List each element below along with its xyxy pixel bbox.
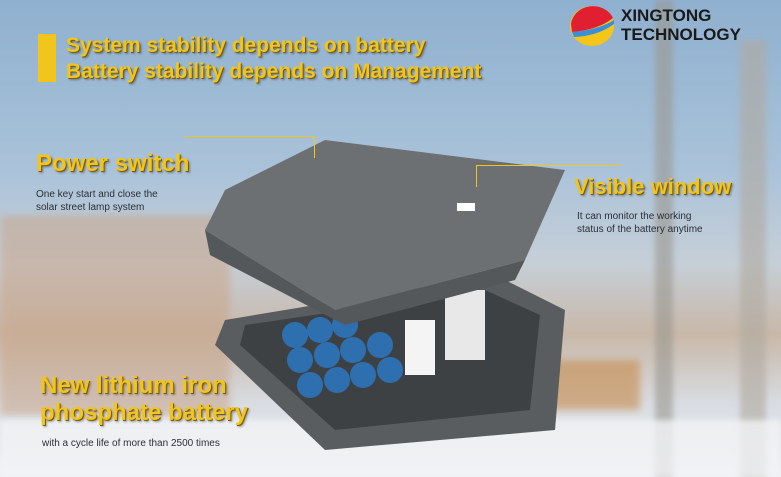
battery-desc: with a cycle life of more than 2500 time… xyxy=(42,438,220,449)
battery-title: New lithium iron phosphate battery xyxy=(40,372,248,426)
brand-line2: TECHNOLOGY xyxy=(621,25,741,44)
background-house-right xyxy=(550,360,640,410)
power-switch-callout-line xyxy=(185,136,315,137)
logo-icon xyxy=(570,6,614,46)
brand-line1: XINGTONG xyxy=(621,6,712,25)
power-switch-desc: One key start and close the solar street… xyxy=(36,188,158,214)
visible-window-callout-line xyxy=(476,165,621,166)
desc-line: One key start and close the xyxy=(36,189,158,200)
background-pole xyxy=(740,40,766,477)
visible-window-callout-line xyxy=(476,165,477,187)
desc-line: status of the battery anytime xyxy=(577,224,703,235)
brand-logo xyxy=(568,4,616,48)
battery-controller-image xyxy=(205,140,565,450)
headline-line2: Battery stability depends on Management xyxy=(66,60,482,83)
background-pole xyxy=(655,0,673,477)
headline: System stability depends on battery Batt… xyxy=(66,33,481,85)
power-switch-callout-line xyxy=(314,136,315,158)
desc-line: solar street lamp system xyxy=(36,202,145,213)
brand-name: XINGTONG TECHNOLOGY xyxy=(621,6,741,44)
background-house-left xyxy=(0,215,230,415)
desc-line: It can monitor the working xyxy=(577,211,692,222)
headline-accent-bar xyxy=(38,34,56,82)
visible-window-desc: It can monitor the working status of the… xyxy=(577,210,703,236)
headline-line1: System stability depends on battery xyxy=(66,34,426,57)
visible-window-title: Visible window xyxy=(574,174,732,199)
power-switch-title: Power switch xyxy=(36,150,190,177)
title-line: New lithium iron xyxy=(40,372,227,399)
title-line: phosphate battery xyxy=(40,399,249,426)
